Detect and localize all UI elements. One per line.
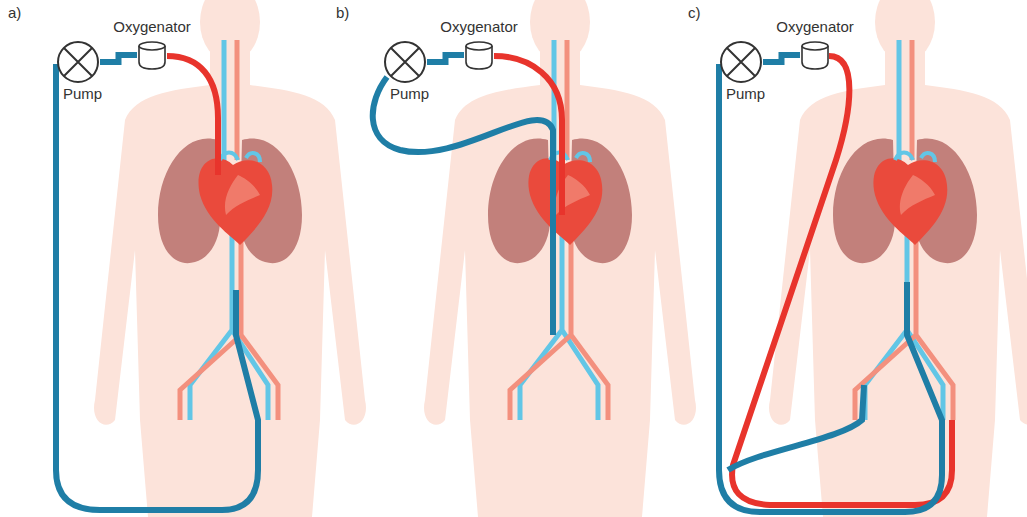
oxygenator-label: Oxygenator bbox=[440, 18, 518, 36]
oxygenator-node: Oxygenator bbox=[464, 40, 494, 70]
oxygenator-symbol bbox=[137, 40, 167, 70]
tubing-connector bbox=[427, 55, 464, 62]
pump-symbol bbox=[383, 40, 427, 84]
oxygenator-node: Oxygenator bbox=[800, 40, 830, 70]
pump-symbol bbox=[56, 40, 100, 84]
panel-label: b) bbox=[336, 4, 349, 22]
panel-label: c) bbox=[688, 4, 701, 22]
pump-label: Pump bbox=[390, 85, 429, 103]
pump-label: Pump bbox=[726, 85, 765, 103]
oxygenator-node: Oxygenator bbox=[137, 40, 167, 70]
oxygenator-symbol bbox=[464, 40, 494, 70]
pump-node: Pump bbox=[383, 40, 427, 84]
tubing-connector bbox=[100, 55, 137, 62]
panel-label: a) bbox=[8, 4, 21, 22]
pump-symbol bbox=[719, 40, 763, 84]
pump-node: Pump bbox=[719, 40, 763, 84]
pump-node: Pump bbox=[56, 40, 100, 84]
oxygenator-label: Oxygenator bbox=[776, 18, 854, 36]
tubing-connector bbox=[763, 55, 800, 62]
oxygenator-symbol bbox=[800, 40, 830, 70]
pump-label: Pump bbox=[63, 85, 102, 103]
oxygenator-label: Oxygenator bbox=[113, 18, 191, 36]
